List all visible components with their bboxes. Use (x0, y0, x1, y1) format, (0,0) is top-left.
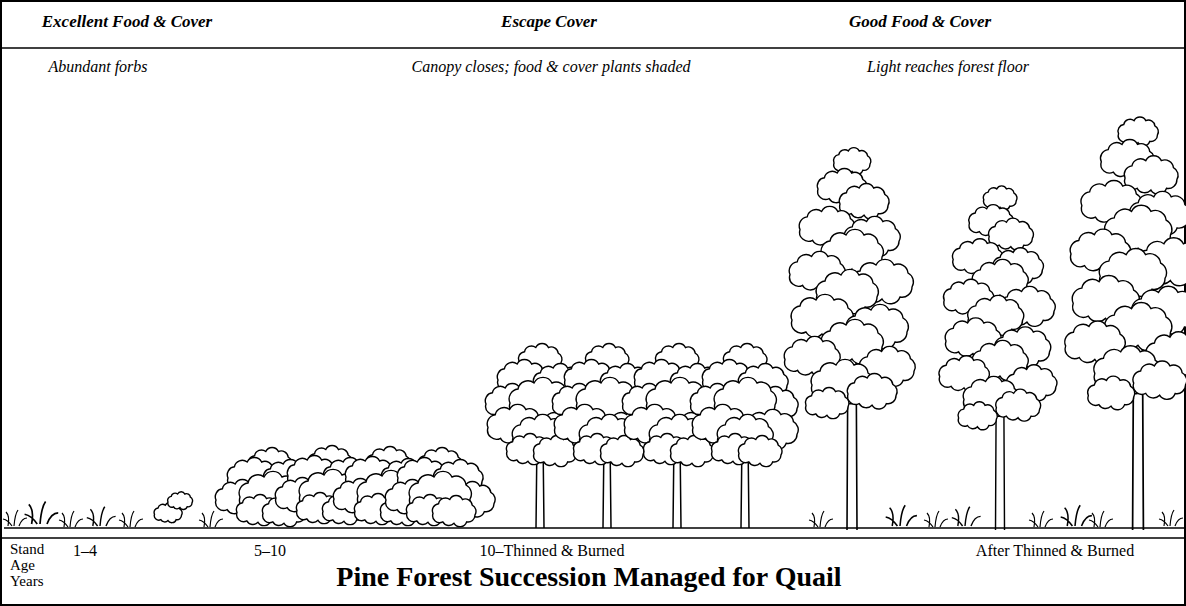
forb (3, 510, 27, 526)
zone-heading: Good Food & Cover (849, 12, 991, 32)
stand-age: 10–Thinned & Burned (480, 541, 625, 560)
ground-cover (1029, 511, 1053, 527)
ground-cover (1061, 505, 1092, 526)
mature-pine (784, 148, 915, 530)
pole-pine (690, 344, 798, 528)
stand-age: After Thinned & Burned (976, 541, 1134, 560)
forb (119, 511, 143, 527)
ground-line (4, 527, 1186, 528)
diagram-title: Pine Forest Succession Managed for Quail (336, 560, 841, 594)
mature-pine (939, 186, 1057, 530)
stand-age: 5–10 (254, 541, 286, 560)
zone-note: Canopy closes; food & cover plants shade… (411, 57, 690, 76)
young-pine (385, 448, 495, 527)
ground-cover (952, 507, 981, 526)
ground-cover (886, 505, 917, 526)
forb (59, 511, 83, 527)
ground-cover (1089, 511, 1113, 527)
forb (199, 511, 223, 527)
ground-cover (924, 511, 948, 527)
ground-cover (809, 511, 833, 527)
forb (25, 502, 59, 524)
zone-note: Light reaches forest floor (867, 57, 1029, 76)
zone-note: Abundant forbs (48, 57, 147, 76)
forb (168, 492, 193, 510)
axis-rule (0, 537, 1186, 539)
zone-heading: Excellent Food & Cover (42, 12, 212, 32)
zone-heading: Escape Cover (501, 12, 597, 32)
forb (87, 507, 116, 526)
axis-heading: Stand Age Years (10, 542, 44, 589)
ground-cover (1159, 510, 1183, 526)
header-rule (0, 47, 1186, 49)
stand-age: 1–4 (73, 541, 97, 560)
mature-pine (1065, 117, 1186, 530)
